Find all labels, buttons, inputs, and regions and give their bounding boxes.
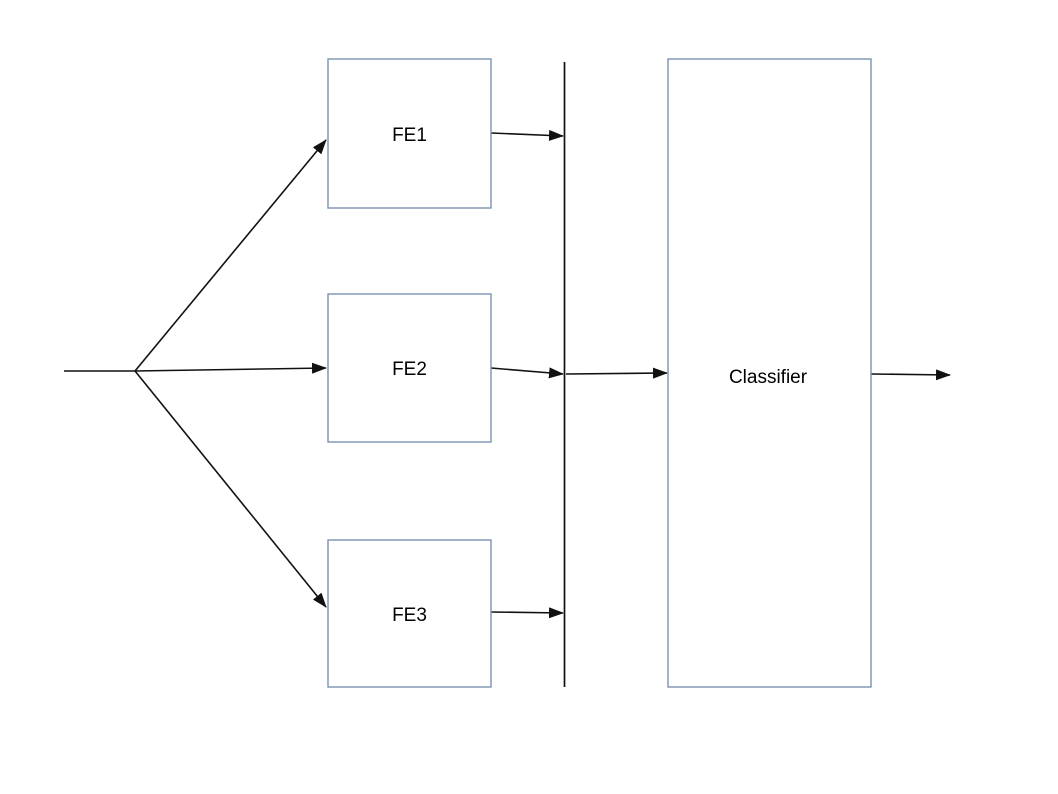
node-fe3-label: FE3: [392, 605, 427, 626]
edge-input-to-fe3: [134, 370, 327, 608]
edge-fe2-to-merge: [490, 367, 564, 379]
node-fe1-box: [327, 58, 492, 209]
edge-classifier-output: [870, 369, 951, 381]
node-classifier: Classifier: [667, 58, 872, 688]
edge-input-to-fe2: [134, 362, 327, 374]
node-fe2-box: [327, 293, 492, 443]
node-classifier-box: [667, 58, 872, 688]
node-fe3: FE3: [327, 539, 492, 688]
node-fe3-box: [327, 539, 492, 688]
node-fe2-label: FE2: [392, 359, 427, 380]
edge-fe1-to-merge: [490, 129, 564, 141]
edge-input-to-fe1: [134, 139, 327, 372]
node-classifier-label: Classifier: [729, 367, 808, 388]
edge-fe3-to-merge: [490, 607, 564, 619]
node-fe2: FE2: [327, 293, 492, 443]
node-fe1: FE1: [327, 58, 492, 209]
edge-merge-to-classifier: [565, 367, 668, 379]
node-fe1-label: FE1: [392, 125, 427, 146]
